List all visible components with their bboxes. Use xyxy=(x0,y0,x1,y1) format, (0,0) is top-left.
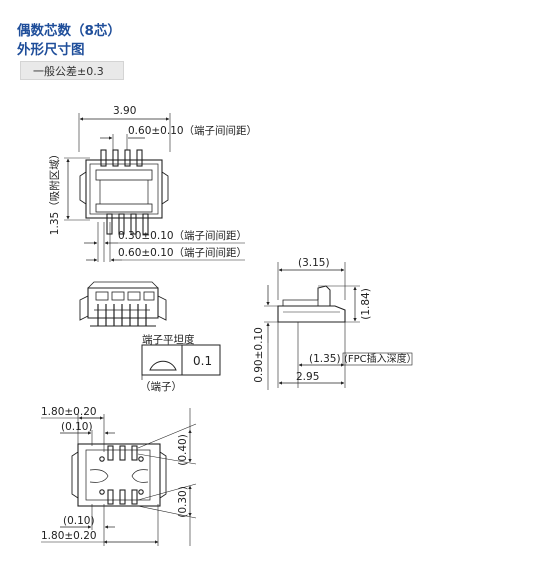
tolerance-badge: 一般公差±0.3 xyxy=(20,61,124,80)
bottom-bottom-dim-label: 1.80±0.20 xyxy=(41,530,97,542)
terminal-width-label: 0.30±0.10（端子间间距） xyxy=(118,229,247,242)
bottom-view xyxy=(41,408,197,546)
page-title: 偶数芯数（8芯） xyxy=(17,23,121,39)
top-view xyxy=(64,113,245,262)
fpc-note-frame xyxy=(342,352,413,366)
bottom-top-sub-label: (0.10) xyxy=(61,421,93,433)
top-width-label: 3.90 xyxy=(113,105,136,117)
bottom-pitch-label: 0.60±0.10（端子间间距） xyxy=(118,246,247,259)
side-length-label: (3.15) xyxy=(298,257,330,269)
bottom-right-lower-label: (0.30) xyxy=(177,486,189,518)
side-bottom-length-label: 2.95 xyxy=(296,371,319,383)
top-pitch-label: 0.60±0.10（端子间间距） xyxy=(128,124,257,137)
top-height-label: 1.35（吸附区域） xyxy=(48,149,61,235)
page-subtitle: 外形尺寸图 xyxy=(17,42,85,58)
flatness-value: 0.1 xyxy=(193,354,212,368)
flatness-label: 端子平坦度 xyxy=(142,333,195,346)
side-height-right-label: (1.84) xyxy=(360,288,372,320)
flatness-icon xyxy=(149,360,177,371)
perspective-view xyxy=(79,281,167,327)
flatness-symbol xyxy=(141,344,221,380)
fpc-depth-note: (FPC插入深度） xyxy=(344,352,417,365)
bottom-bottom-sub-label: (0.10) xyxy=(63,515,95,527)
fpc-depth-label: (1.35) xyxy=(309,353,341,365)
flatness-note: （端子） xyxy=(140,380,182,393)
bottom-right-upper-label: (0.40) xyxy=(177,434,189,466)
side-view xyxy=(264,262,360,390)
side-height-left-label: 0.90±0.10 xyxy=(253,327,265,383)
bottom-top-dim-label: 1.80±0.20 xyxy=(41,406,97,418)
